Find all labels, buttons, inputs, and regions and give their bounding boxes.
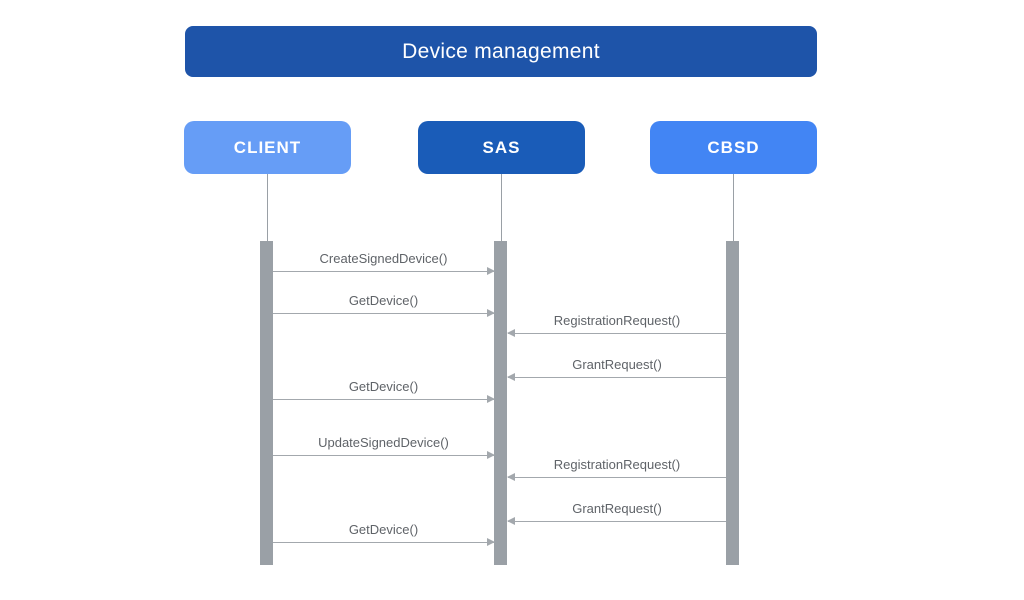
- activation-bar-sas: [494, 241, 507, 565]
- arrowhead-left-icon: [507, 373, 515, 381]
- message-arrow: [273, 538, 495, 546]
- actor-label-cbsd: CBSD: [707, 137, 760, 157]
- lifeline-stem-sas: [501, 174, 502, 241]
- diagram-title-banner: Device management: [185, 26, 817, 77]
- message-create-signed-device: CreateSignedDevice(): [273, 250, 495, 275]
- actor-box-cbsd: CBSD: [650, 121, 817, 174]
- message-get-device-2: GetDevice(): [273, 378, 495, 403]
- message-arrow: [507, 329, 726, 337]
- message-label: GetDevice(): [348, 379, 419, 394]
- message-get-device-1: GetDevice(): [273, 292, 495, 317]
- message-arrow: [507, 473, 726, 481]
- message-update-signed-device: UpdateSignedDevice(): [273, 434, 495, 459]
- arrowhead-right-icon: [487, 451, 495, 459]
- message-label: GrantRequest(): [572, 357, 662, 372]
- message-label: CreateSignedDevice(): [319, 251, 448, 266]
- message-label: UpdateSignedDevice(): [318, 435, 449, 450]
- arrowhead-left-icon: [507, 329, 515, 337]
- arrowhead-right-icon: [487, 267, 495, 275]
- message-label: RegistrationRequest(): [553, 457, 681, 472]
- message-label: GetDevice(): [348, 293, 419, 308]
- message-arrow: [273, 267, 495, 275]
- message-label: RegistrationRequest(): [553, 313, 681, 328]
- message-arrow: [273, 309, 495, 317]
- message-label: GrantRequest(): [572, 501, 662, 516]
- lifeline-stem-client: [267, 174, 268, 241]
- actor-label-client: CLIENT: [233, 137, 302, 157]
- lifeline-stem-cbsd: [733, 174, 734, 241]
- arrowhead-right-icon: [487, 395, 495, 403]
- message-grant-request-2: GrantRequest(): [507, 500, 726, 525]
- message-arrow: [507, 517, 726, 525]
- diagram-title: Device management: [402, 39, 600, 63]
- actor-box-client: CLIENT: [184, 121, 351, 174]
- message-arrow: [273, 395, 495, 403]
- arrowhead-right-icon: [487, 538, 495, 546]
- message-grant-request-1: GrantRequest(): [507, 356, 726, 381]
- message-registration-request-1: RegistrationRequest(): [507, 312, 726, 337]
- arrowhead-right-icon: [487, 309, 495, 317]
- arrowhead-left-icon: [507, 473, 515, 481]
- message-get-device-3: GetDevice(): [273, 521, 495, 546]
- activation-bar-client: [260, 241, 273, 565]
- message-arrow: [507, 373, 726, 381]
- message-registration-request-2: RegistrationRequest(): [507, 456, 726, 481]
- message-label: GetDevice(): [348, 522, 419, 537]
- message-arrow: [273, 451, 495, 459]
- actor-box-sas: SAS: [418, 121, 585, 174]
- actor-label-sas: SAS: [482, 137, 521, 157]
- arrowhead-left-icon: [507, 517, 515, 525]
- activation-bar-cbsd: [726, 241, 739, 565]
